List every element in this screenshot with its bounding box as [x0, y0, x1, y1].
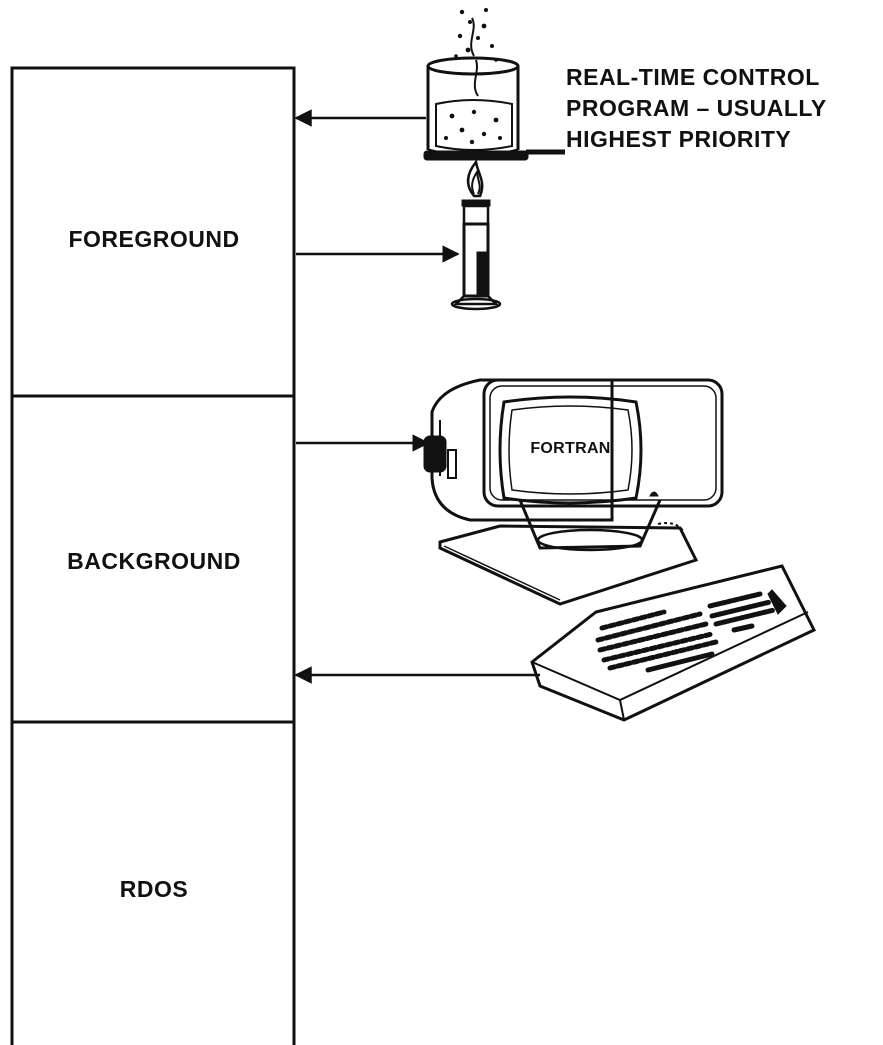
- rdos-label: RDOS: [12, 876, 296, 903]
- crt-terminal-icon: [424, 380, 722, 604]
- bunsen-burner-icon: [452, 162, 500, 309]
- realtime-annotation-line: REAL-TIME CONTROL: [566, 62, 827, 93]
- terminal-screen-text: FORTRAN: [508, 440, 633, 458]
- beaker-over-burner-icon: [424, 8, 565, 160]
- realtime-annotation-line: PROGRAM – USUALLY: [566, 93, 827, 124]
- background-label: BACKGROUND: [12, 548, 296, 575]
- realtime-annotation: REAL-TIME CONTROL PROGRAM – USUALLY HIGH…: [566, 62, 827, 155]
- realtime-annotation-line: HIGHEST PRIORITY: [566, 124, 827, 155]
- foreground-label: FOREGROUND: [12, 226, 296, 253]
- keyboard-icon: [532, 566, 814, 720]
- arrows: [296, 118, 540, 675]
